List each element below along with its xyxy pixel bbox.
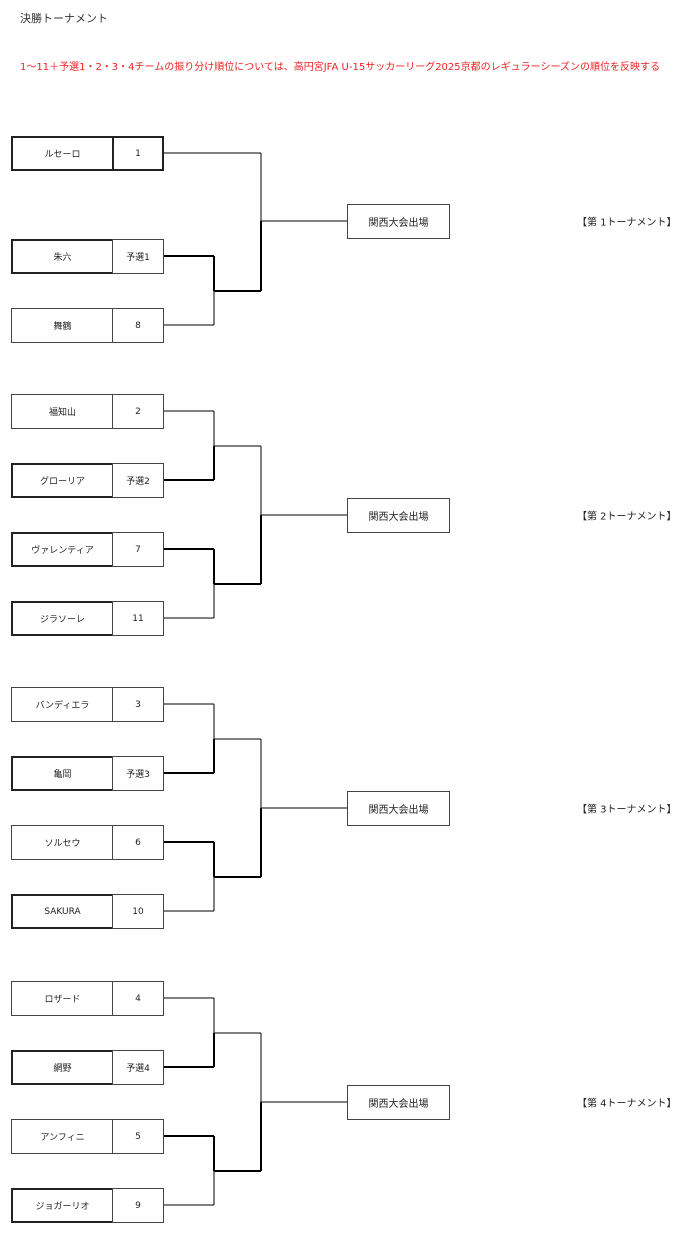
team-name: アンフィニ	[11, 1119, 114, 1154]
team-seed: 2	[112, 394, 164, 429]
team-seed: 5	[112, 1119, 164, 1154]
tournament-label: 【第 1トーナメント】	[577, 217, 677, 229]
team-seed: 4	[112, 981, 164, 1016]
team-name: ヴァレンティア	[11, 532, 114, 567]
team-seed: 予選3	[112, 756, 164, 791]
final-box: 関西大会出場	[347, 1085, 450, 1120]
seeding-note: 1～11＋予選1・2・3・4チームの振り分け順位については、高円宮JFA U-1…	[20, 62, 660, 73]
final-box: 関西大会出場	[347, 498, 450, 533]
team-seed: 9	[112, 1188, 164, 1223]
final-box: 関西大会出場	[347, 791, 450, 826]
team-name: 網野	[11, 1050, 114, 1085]
bracket-3-lines	[164, 703, 347, 912]
team-name: ルセーロ	[11, 136, 114, 171]
team-name: ロザード	[11, 981, 114, 1016]
team-seed: 予選1	[112, 239, 164, 274]
tournament-label: 【第 2トーナメント】	[577, 511, 677, 523]
team-seed: 11	[112, 601, 164, 636]
bracket-1-lines	[164, 152, 347, 326]
team-name: 舞鶴	[11, 308, 114, 343]
team-name: ジョガーリオ	[11, 1188, 114, 1223]
team-name: グローリア	[11, 463, 114, 498]
final-box: 関西大会出場	[347, 204, 450, 239]
tournament-label: 【第 4トーナメント】	[577, 1098, 677, 1110]
team-name: ジラソーレ	[11, 601, 114, 636]
team-name: 朱六	[11, 239, 114, 274]
team-seed: 予選2	[112, 463, 164, 498]
bracket-4-lines	[164, 997, 347, 1206]
team-seed: 3	[112, 687, 164, 722]
team-name: ソルセウ	[11, 825, 114, 860]
team-name: バンディエラ	[11, 687, 114, 722]
team-seed: 予選4	[112, 1050, 164, 1085]
team-name: 福知山	[11, 394, 114, 429]
bracket-2-lines	[164, 410, 347, 619]
team-seed: 8	[112, 308, 164, 343]
team-name: SAKURA	[11, 894, 114, 929]
page-title: 決勝トーナメント	[20, 12, 108, 25]
tournament-label: 【第 3トーナメント】	[577, 804, 677, 816]
team-seed: 1	[112, 136, 164, 171]
team-seed: 6	[112, 825, 164, 860]
team-seed: 7	[112, 532, 164, 567]
team-name: 亀岡	[11, 756, 114, 791]
team-seed: 10	[112, 894, 164, 929]
